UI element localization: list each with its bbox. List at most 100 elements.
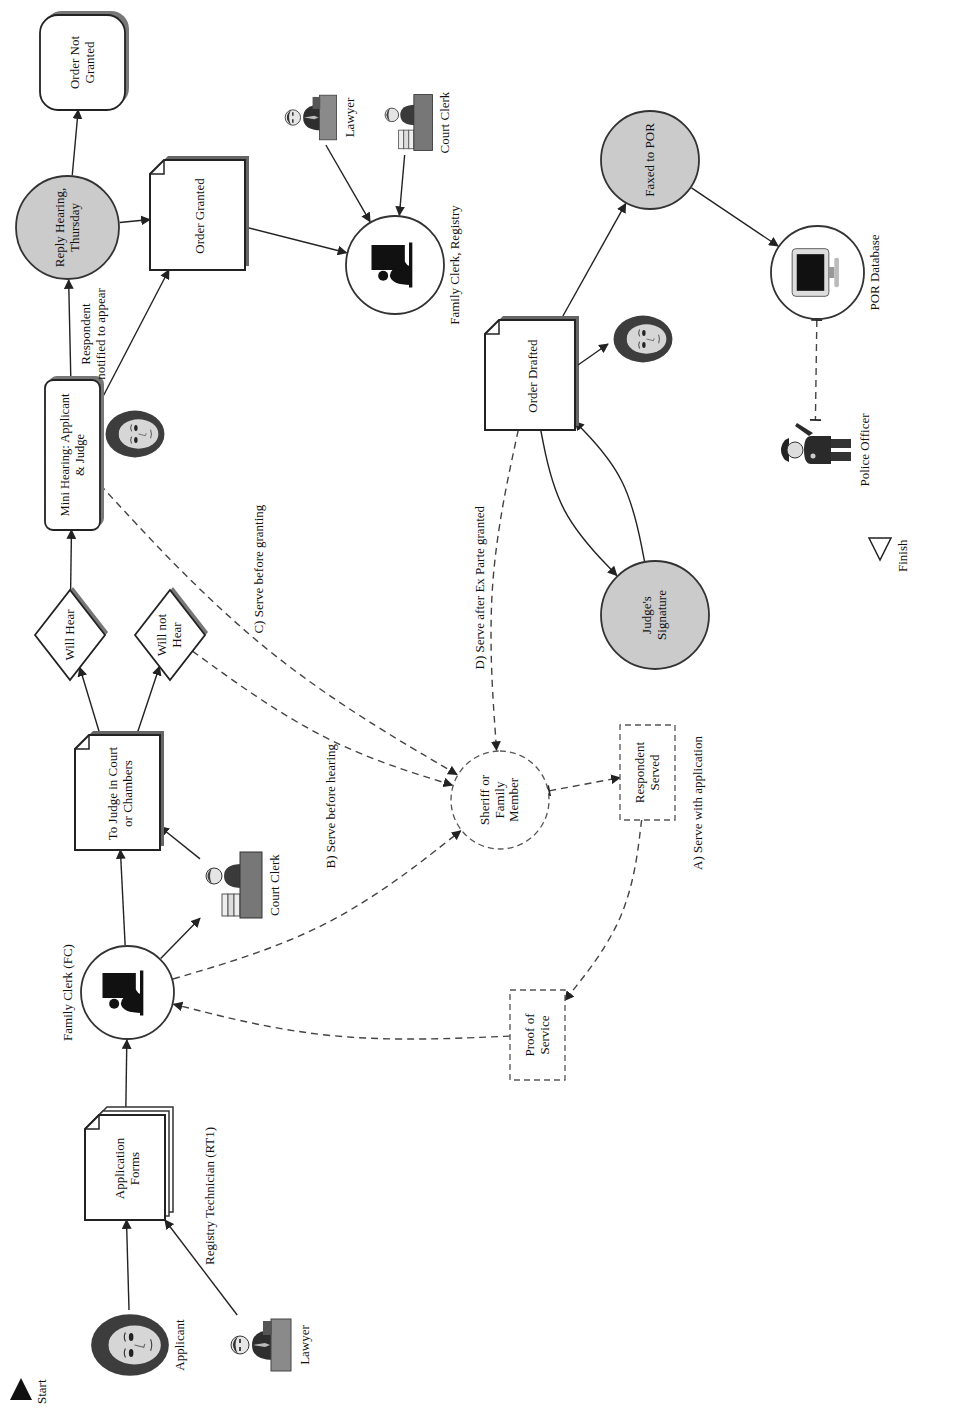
computer-icon xyxy=(792,249,839,297)
node-text: Respondent Served xyxy=(620,725,675,820)
document-shape: Application Forms xyxy=(85,1115,165,1220)
dashed-connector xyxy=(491,430,518,750)
node-text: Will Hear xyxy=(35,590,105,680)
flow-arrow xyxy=(245,227,347,253)
role-circle: Family Clerk, Registry xyxy=(345,215,445,315)
lawyer-figure xyxy=(231,1319,291,1371)
page-fold xyxy=(75,735,89,749)
node-text: Faxed to POR xyxy=(600,110,700,210)
page-outline xyxy=(150,160,245,270)
start-marker xyxy=(10,1378,32,1400)
outcome-box: Order Not Granted xyxy=(40,15,125,110)
document-shape: Order Granted xyxy=(150,160,245,270)
diamond-outline xyxy=(135,590,205,680)
node-text: To Judge in Court or Chambers xyxy=(75,735,160,850)
clerk-icon xyxy=(103,971,144,1016)
clerk-figure xyxy=(385,95,432,151)
person-figure: Applicant xyxy=(90,1310,170,1380)
applicant-portrait xyxy=(106,411,165,458)
finish-marker xyxy=(869,538,891,560)
person-figure: Lawyer xyxy=(280,90,340,145)
dashed-connector xyxy=(565,820,642,1000)
edge-label: B) Serve before hearing xyxy=(324,721,339,891)
flow-arrow xyxy=(69,280,71,380)
applicant-portrait xyxy=(614,316,673,363)
flow-arrow xyxy=(80,667,100,735)
dashed-connector xyxy=(815,320,816,420)
flow-arrow xyxy=(100,270,169,402)
circle-outline xyxy=(771,226,864,319)
flow-arrow xyxy=(165,1220,237,1315)
node-text: Will not Hear xyxy=(135,590,205,680)
flow-arrow xyxy=(692,188,779,246)
service-box: Proof of Service xyxy=(510,990,565,1080)
decision-diamond: Will not Hear xyxy=(135,590,205,680)
node-caption: Police Officer xyxy=(858,375,873,525)
flow-arrow xyxy=(160,827,200,859)
start-label: Start xyxy=(34,1379,50,1404)
clerk-figure xyxy=(206,852,262,918)
flow-arrow xyxy=(561,204,626,320)
dashed-box-outline xyxy=(620,725,675,820)
node-caption: Lawyer xyxy=(343,45,358,190)
flow-arrow xyxy=(126,1040,127,1115)
flow-arrow xyxy=(70,530,72,591)
page-outline xyxy=(85,1115,165,1220)
leader-arrow xyxy=(578,344,608,365)
step-circle: Judge's Signature xyxy=(600,560,710,670)
flow-arrow xyxy=(137,667,160,736)
node-text: Proof of Service xyxy=(510,990,565,1080)
dashed-connector xyxy=(174,1004,510,1039)
box-outline xyxy=(45,380,100,530)
dashed-connector xyxy=(173,831,461,979)
shape-outline xyxy=(770,225,865,320)
person-figure: Police Officer xyxy=(775,420,855,480)
flow-arrow xyxy=(541,430,617,575)
node-caption: Lawyer xyxy=(298,1270,313,1410)
flow-arrow xyxy=(126,1220,129,1310)
flow-arrow xyxy=(575,422,644,561)
circle-outline xyxy=(601,561,709,669)
flow-arrow xyxy=(120,220,150,223)
person-figure: Court Clerk xyxy=(380,90,435,155)
node-caption: Court Clerk xyxy=(438,45,453,200)
police-figure xyxy=(781,423,851,464)
edge-label: C) Serve before granting xyxy=(252,479,267,659)
circle-outline xyxy=(16,176,119,279)
flow-arrow xyxy=(326,145,370,222)
flow-arrow xyxy=(72,110,78,175)
finish-label: Finish xyxy=(895,539,911,572)
dashed-connector xyxy=(192,651,452,785)
lawyer-figure xyxy=(285,95,336,140)
node-text: Application Forms xyxy=(85,1115,165,1220)
role-circle: Family Clerk (FC) xyxy=(80,945,175,1040)
shape-outline xyxy=(345,215,445,315)
service-circle: Sheriff or Family Member xyxy=(450,750,550,850)
document-shape: Order Drafted xyxy=(485,320,575,430)
edge-label: Respondent notified to appear xyxy=(79,287,109,382)
page-fold xyxy=(85,1115,99,1129)
service-option: A) Serve with application xyxy=(690,736,706,870)
clerk-icon xyxy=(372,243,413,288)
node-caption: Court Clerk xyxy=(268,805,283,965)
page-fold xyxy=(150,160,164,174)
edge-label: D) Serve after Ex Parte granted xyxy=(473,483,488,693)
decision-diamond: Will Hear xyxy=(35,590,105,680)
node-text: Sheriff or Family Member xyxy=(450,750,550,850)
flow-arrow xyxy=(399,155,404,215)
role-note: Registry Technician (RT1) xyxy=(202,1127,218,1265)
service-box: Respondent Served xyxy=(620,725,675,820)
node-caption: Applicant xyxy=(173,1265,188,1410)
node-text: Order Not Granted xyxy=(40,15,125,110)
node-text: Judge's Signature xyxy=(600,560,710,670)
circle-outline xyxy=(601,111,699,209)
flow-arrow xyxy=(161,918,200,958)
node-text: Order Drafted xyxy=(485,320,575,430)
applicant-portrait xyxy=(91,1314,169,1376)
node-text: Order Granted xyxy=(150,160,245,270)
dashed-circle-outline xyxy=(451,751,549,849)
page-outline xyxy=(75,735,160,850)
